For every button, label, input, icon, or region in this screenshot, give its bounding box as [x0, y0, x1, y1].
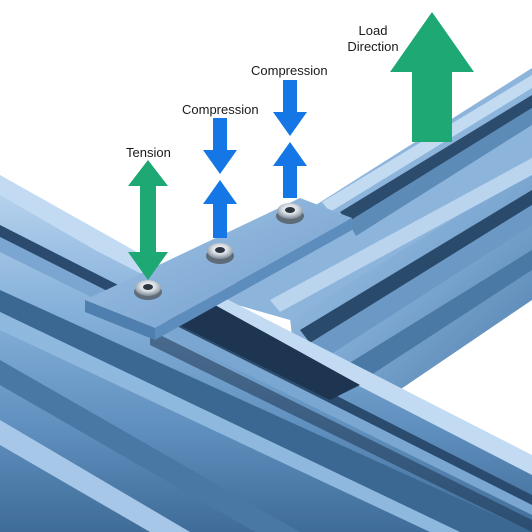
compression-arrows-1-icon: [203, 118, 237, 238]
load-direction-label: Load Direction: [345, 23, 401, 55]
tension-label: Tension: [126, 145, 171, 160]
socket-bolt-tension: [134, 280, 162, 300]
load-label-line1: Load: [358, 23, 388, 38]
compression-arrows-2-icon: [273, 80, 307, 198]
compression-label-1: Compression: [182, 102, 259, 117]
compression-label-2: Compression: [251, 63, 328, 78]
load-direction-arrow-icon: [390, 12, 474, 142]
t-slot-channel: [165, 305, 360, 400]
tension-double-arrow-icon: [128, 160, 168, 280]
load-label-line2: Direction: [347, 39, 399, 54]
socket-bolt-compression-1: [206, 243, 234, 264]
socket-bolt-compression-2: [276, 203, 304, 224]
